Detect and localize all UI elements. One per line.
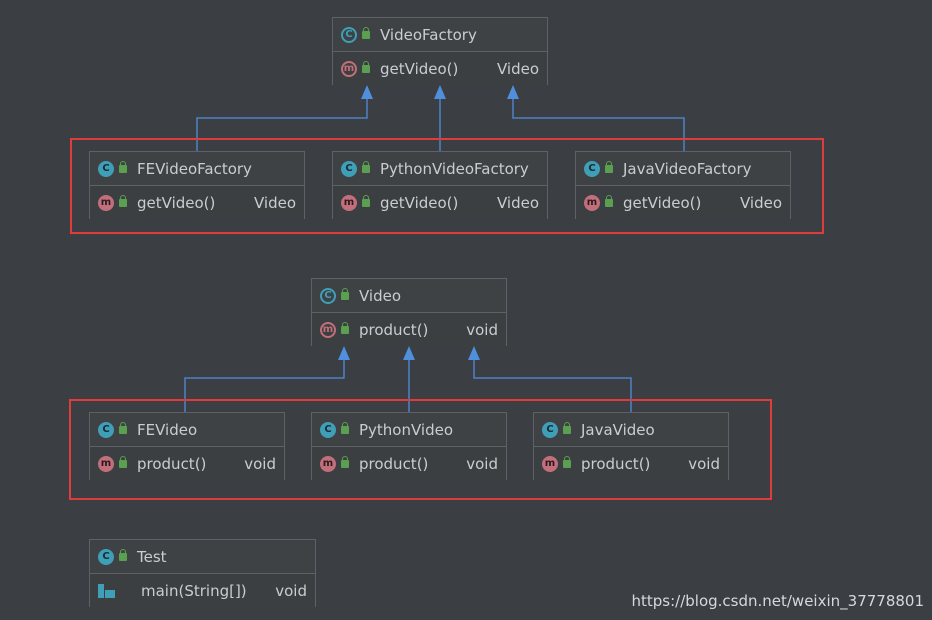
public-lock-icon <box>119 160 127 173</box>
method-icon: m <box>320 455 336 472</box>
method-row[interactable]: m product() void <box>534 447 728 480</box>
public-lock-icon <box>362 26 370 39</box>
method-icon: m <box>98 194 114 211</box>
class-name: FEVideo <box>137 420 198 439</box>
java-video-node[interactable]: C JavaVideo m product() void <box>533 412 729 480</box>
test-node[interactable]: C Test main(String[]) void <box>89 539 316 607</box>
abstract-method-icon: m <box>320 321 336 338</box>
class-name: JavaVideo <box>581 420 655 439</box>
public-lock-icon <box>341 321 349 334</box>
class-icon: C <box>98 421 114 438</box>
class-header: C FEVideoFactory <box>90 152 304 186</box>
public-lock-icon <box>605 160 613 173</box>
class-name: PythonVideo <box>359 420 454 439</box>
method-name: getVideo() <box>380 59 459 78</box>
return-type: void <box>688 454 720 473</box>
return-type: Video <box>253 193 296 212</box>
return-type: Video <box>496 193 539 212</box>
method-name: product() <box>581 454 651 473</box>
return-type: void <box>466 454 498 473</box>
method-icon: m <box>341 194 357 211</box>
factory-impls-highlight <box>70 138 824 234</box>
class-name: FEVideoFactory <box>137 159 252 178</box>
class-header: C JavaVideo <box>534 413 728 447</box>
return-type: Video <box>496 59 539 78</box>
public-lock-icon <box>563 455 571 468</box>
fe-video-node[interactable]: C FEVideo m product() void <box>89 412 285 480</box>
runnable-class-icon: C <box>98 548 114 565</box>
method-row[interactable]: m getVideo() Video <box>90 186 304 219</box>
public-lock-icon <box>341 421 349 434</box>
public-lock-icon <box>563 421 571 434</box>
return-type: Video <box>739 193 782 212</box>
return-type: void <box>244 454 276 473</box>
video-node[interactable]: C Video m product() void <box>311 278 507 346</box>
class-header: C JavaVideoFactory <box>576 152 790 186</box>
return-type: void <box>466 320 498 339</box>
class-header: C VideoFactory <box>333 18 547 52</box>
abstract-method-icon: m <box>341 60 357 77</box>
method-name: product() <box>359 454 429 473</box>
public-lock-icon <box>119 455 127 468</box>
method-row[interactable]: m product() void <box>312 313 506 346</box>
class-header: C PythonVideoFactory <box>333 152 547 186</box>
class-header: C Video <box>312 279 506 313</box>
class-icon: C <box>542 421 558 438</box>
return-type: void <box>275 581 307 600</box>
method-icon: m <box>542 455 558 472</box>
class-icon: C <box>341 160 357 177</box>
video-factory-node[interactable]: C VideoFactory m getVideo() Video <box>332 17 548 85</box>
class-name: Test <box>137 547 167 566</box>
method-icon: m <box>584 194 600 211</box>
static-method-icon <box>96 582 116 600</box>
method-row[interactable]: m getVideo() Video <box>576 186 790 219</box>
public-lock-icon <box>119 421 127 434</box>
method-row[interactable]: main(String[]) void <box>90 574 315 607</box>
java-video-factory-node[interactable]: C JavaVideoFactory m getVideo() Video <box>575 151 791 219</box>
public-lock-icon <box>341 455 349 468</box>
class-header: C FEVideo <box>90 413 284 447</box>
method-name: product() <box>359 320 429 339</box>
method-icon: m <box>98 455 114 472</box>
method-row[interactable]: m product() void <box>312 447 506 480</box>
method-name: getVideo() <box>380 193 459 212</box>
class-header: C Test <box>90 540 315 574</box>
public-lock-icon <box>362 194 370 207</box>
method-name: main(String[]) <box>141 581 247 600</box>
public-lock-icon <box>362 160 370 173</box>
class-name: PythonVideoFactory <box>380 159 529 178</box>
method-row[interactable]: m getVideo() Video <box>333 52 547 85</box>
interface-icon: C <box>341 26 357 43</box>
public-lock-icon <box>119 194 127 207</box>
abstract-class-icon: C <box>320 287 336 304</box>
public-lock-icon <box>341 287 349 300</box>
method-row[interactable]: m getVideo() Video <box>333 186 547 219</box>
method-name: getVideo() <box>137 193 216 212</box>
class-icon: C <box>320 421 336 438</box>
method-name: product() <box>137 454 207 473</box>
class-header: C PythonVideo <box>312 413 506 447</box>
method-row[interactable]: m product() void <box>90 447 284 480</box>
python-video-factory-node[interactable]: C PythonVideoFactory m getVideo() Video <box>332 151 548 219</box>
watermark-text: https://blog.csdn.net/weixin_37778801 <box>631 592 924 610</box>
python-video-node[interactable]: C PythonVideo m product() void <box>311 412 507 480</box>
public-lock-icon <box>119 548 127 561</box>
class-icon: C <box>584 160 600 177</box>
method-name: getVideo() <box>623 193 702 212</box>
class-name: Video <box>359 286 402 305</box>
class-name: VideoFactory <box>380 25 477 44</box>
class-icon: C <box>98 160 114 177</box>
public-lock-icon <box>605 194 613 207</box>
class-name: JavaVideoFactory <box>623 159 752 178</box>
product-impls-highlight <box>69 399 772 500</box>
fe-video-factory-node[interactable]: C FEVideoFactory m getVideo() Video <box>89 151 305 219</box>
public-lock-icon <box>362 60 370 73</box>
